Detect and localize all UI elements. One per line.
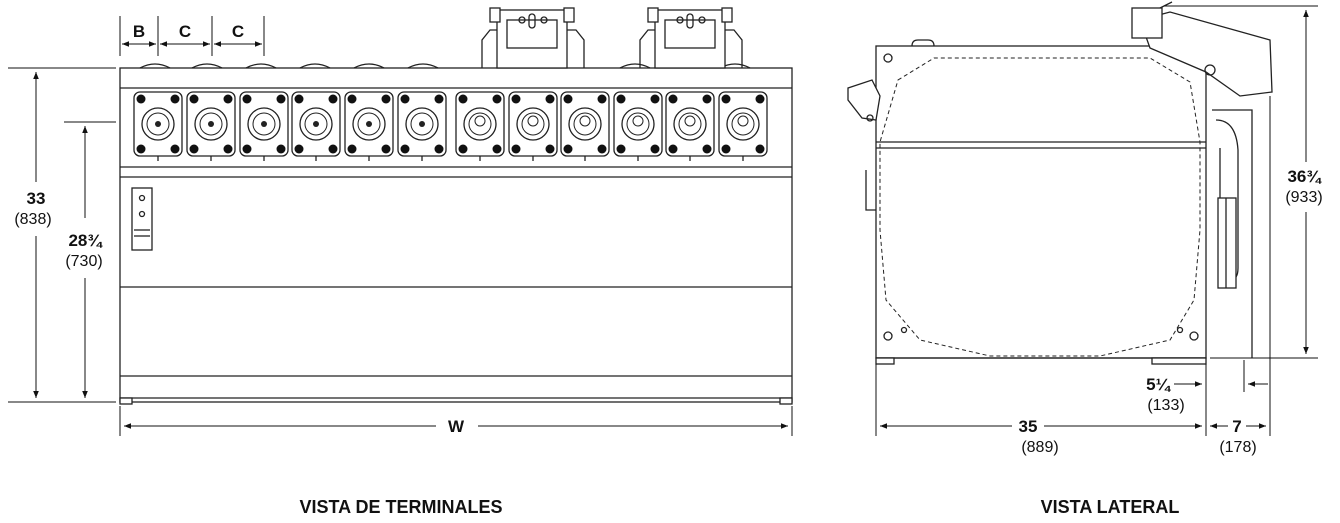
terminal-view-caption: VISTA DE TERMINALES — [299, 497, 502, 517]
core-outline — [879, 57, 1201, 357]
bushing-module — [455, 91, 505, 161]
label-ext-in: 7 — [1232, 417, 1241, 436]
bushing-module — [239, 91, 289, 161]
terminal-labels: B C C 33 (838) 28¾ (730) W VISTA DE TERM… — [14, 22, 502, 517]
bushing-module — [344, 91, 394, 161]
bushing-module — [186, 91, 236, 161]
top-knobs — [139, 63, 751, 69]
bushing-module — [613, 91, 663, 161]
side-labels: 36¾ (933) 35 (889) 5¼ (133) 7 (178) VIST… — [1019, 167, 1323, 517]
bushing-module — [291, 91, 341, 161]
bushing-module — [508, 91, 558, 161]
label-height-inner-in: 28¾ — [68, 231, 103, 250]
label-ext-mm: (178) — [1219, 439, 1256, 456]
label-width: W — [448, 417, 465, 436]
label-height-inner-mm: (730) — [65, 253, 102, 270]
side-dimensions — [875, 5, 1318, 436]
bushing-module — [718, 91, 768, 161]
label-b: B — [133, 22, 145, 41]
nameplate — [131, 187, 153, 251]
bushing-module — [133, 91, 183, 161]
lifting-bracket-left — [481, 7, 585, 69]
label-offset-in: 5¼ — [1146, 375, 1171, 394]
label-side-height-mm: (933) — [1285, 189, 1322, 206]
cabinet-outline — [119, 67, 793, 403]
terminal-view — [119, 7, 793, 405]
lifting-bracket-right — [639, 7, 743, 69]
label-depth-in: 35 — [1019, 417, 1038, 436]
label-side-height-in: 36¾ — [1287, 167, 1322, 186]
label-c1: C — [179, 22, 191, 41]
side-view-caption: VISTA LATERAL — [1041, 497, 1180, 517]
terminal-dimensions — [8, 16, 793, 436]
bushing-module — [665, 91, 715, 161]
side-cabinet-outline — [875, 45, 1207, 359]
label-height-outer-mm: (838) — [14, 211, 51, 228]
label-c2: C — [232, 22, 244, 41]
bushing-row — [133, 91, 768, 161]
label-depth-mm: (889) — [1021, 439, 1058, 456]
bushing-module — [560, 91, 610, 161]
elbow-connector — [1139, 11, 1273, 97]
label-offset-mm: (133) — [1147, 397, 1184, 414]
bushing-module — [397, 91, 447, 161]
side-view — [847, 1, 1273, 365]
label-height-outer-in: 33 — [27, 189, 46, 208]
